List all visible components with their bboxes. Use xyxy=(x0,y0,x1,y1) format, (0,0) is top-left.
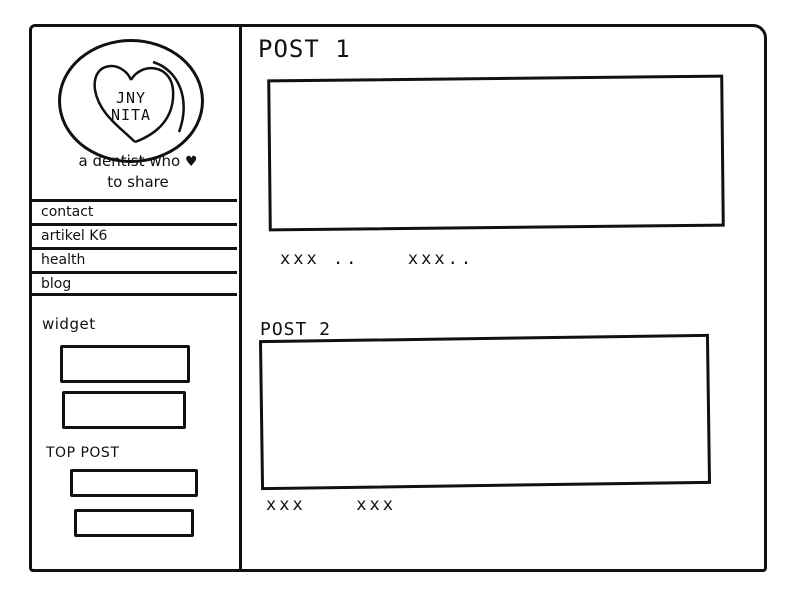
nav-item-health[interactable]: health xyxy=(32,247,237,271)
widget-box-1[interactable] xyxy=(60,345,190,383)
sidebar: JNY NITA a dentist who ♥ to share contac… xyxy=(32,27,242,569)
tagline-before: a dentist who xyxy=(78,152,181,170)
post-meta-2: xxx xxx xyxy=(266,495,396,515)
post-meta-1: xxx .. xxx.. xyxy=(280,249,474,269)
logo-text: JNY NITA xyxy=(110,89,152,124)
nav-item-label: blog xyxy=(41,276,72,292)
nav-item-artikel-k6[interactable]: artikel K6 xyxy=(32,223,237,247)
nav-item-blog[interactable]: blog xyxy=(32,271,237,296)
page-frame: JNY NITA a dentist who ♥ to share contac… xyxy=(29,24,767,572)
post-meta-right: xxx xyxy=(356,495,396,515)
post-title-1[interactable]: POST 1 xyxy=(258,35,351,63)
top-post-label: TOP POST xyxy=(46,445,120,461)
tagline: a dentist who ♥ to share xyxy=(40,151,236,192)
post-meta-right: xxx.. xyxy=(407,249,475,269)
heart-logo-icon xyxy=(93,60,185,144)
post-meta-left: xxx xyxy=(266,495,306,515)
widget-label: widget xyxy=(42,315,96,333)
nav-item-label: contact xyxy=(41,204,94,220)
main-content: POST 1 xxx .. xxx.. POST 2 xxx xxx xyxy=(242,27,764,569)
nav-item-contact[interactable]: contact xyxy=(32,199,237,223)
nav-item-label: artikel K6 xyxy=(41,228,108,244)
post-image-2[interactable] xyxy=(258,333,712,491)
nav-item-label: health xyxy=(41,252,86,268)
post-image-1[interactable] xyxy=(267,74,725,232)
widget-box-2[interactable] xyxy=(62,391,186,429)
post-meta-left: xxx .. xyxy=(280,249,360,269)
heart-icon: ♥ xyxy=(184,154,198,170)
tagline-after: to share xyxy=(107,173,169,191)
top-post-item-1[interactable] xyxy=(70,469,198,497)
logo[interactable]: JNY NITA xyxy=(58,39,204,163)
top-post-item-2[interactable] xyxy=(74,509,194,537)
post-title-2[interactable]: POST 2 xyxy=(260,319,332,340)
